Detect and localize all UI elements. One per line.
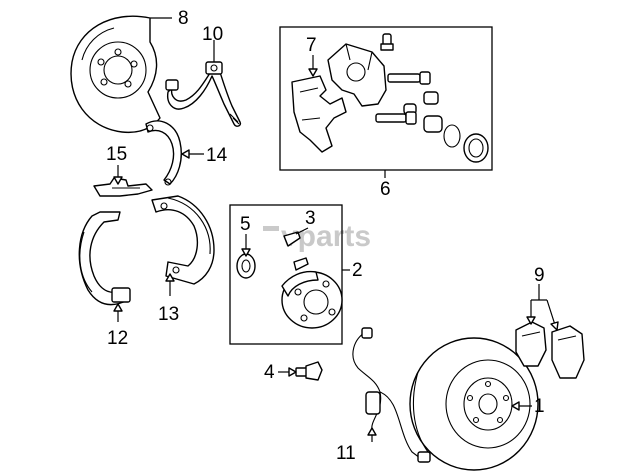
- callout-8: 8: [178, 8, 189, 29]
- guide-pin-lower[interactable]: [375, 111, 417, 125]
- callout-10: 10: [202, 24, 223, 45]
- abs-sensor[interactable]: [352, 327, 431, 463]
- arrow-15: [113, 176, 123, 185]
- backing-plate[interactable]: [70, 15, 161, 134]
- piston-seal[interactable]: [443, 124, 461, 148]
- parking-brake-strut[interactable]: [145, 120, 182, 186]
- callout-2: 2: [352, 260, 363, 281]
- hub-assembly[interactable]: [281, 257, 343, 329]
- brake-hose[interactable]: [165, 61, 242, 127]
- caliper-kit-box: [279, 26, 493, 171]
- arrow-7: [308, 68, 318, 77]
- bleeder-screw[interactable]: [380, 33, 394, 51]
- callout-15: 15: [106, 144, 127, 165]
- hub-bearing-box: [229, 204, 343, 345]
- leader-3: [295, 227, 309, 235]
- callout-1: 1: [534, 396, 545, 417]
- brake-pad-outer[interactable]: [551, 325, 585, 379]
- watermark-logo: vparts: [263, 220, 371, 253]
- guide-pin-upper[interactable]: [387, 71, 431, 85]
- arrow-5: [241, 248, 251, 257]
- pin-boot-upper[interactable]: [423, 91, 439, 105]
- callout-14: 14: [206, 145, 228, 166]
- callout-7: 7: [306, 35, 317, 56]
- callout-12: 12: [107, 328, 128, 349]
- caliper-piston[interactable]: [423, 115, 443, 133]
- arrow-11: [367, 427, 377, 436]
- adjuster[interactable]: [93, 177, 153, 197]
- dust-boot[interactable]: [463, 133, 489, 163]
- callout-11: 11: [336, 443, 356, 464]
- brake-rotor[interactable]: [409, 337, 539, 471]
- arrow-1: [511, 401, 520, 411]
- hub-bolt[interactable]: [295, 361, 323, 381]
- wheel-bearing[interactable]: [236, 253, 256, 279]
- callout-13: 13: [158, 304, 179, 325]
- arrow-9b: [550, 321, 559, 331]
- arrow-4: [288, 367, 297, 377]
- callout-3: 3: [305, 208, 316, 229]
- brake-shoe-13[interactable]: [151, 195, 215, 285]
- wheel-stud[interactable]: [283, 231, 301, 247]
- callout-5: 5: [240, 214, 251, 235]
- arrow-9a: [526, 316, 536, 325]
- arrow-13: [165, 273, 175, 282]
- arrow-12: [113, 303, 123, 312]
- callout-4: 4: [264, 362, 275, 383]
- leader-9: [530, 284, 557, 329]
- arrow-14: [181, 149, 190, 159]
- caliper-bracket[interactable]: [291, 75, 347, 153]
- callout-6: 6: [380, 179, 391, 200]
- callout-9: 9: [534, 265, 545, 286]
- caliper-body[interactable]: [327, 43, 387, 107]
- brake-pad-inner[interactable]: [515, 321, 547, 367]
- brake-shoe-12[interactable]: [78, 211, 131, 306]
